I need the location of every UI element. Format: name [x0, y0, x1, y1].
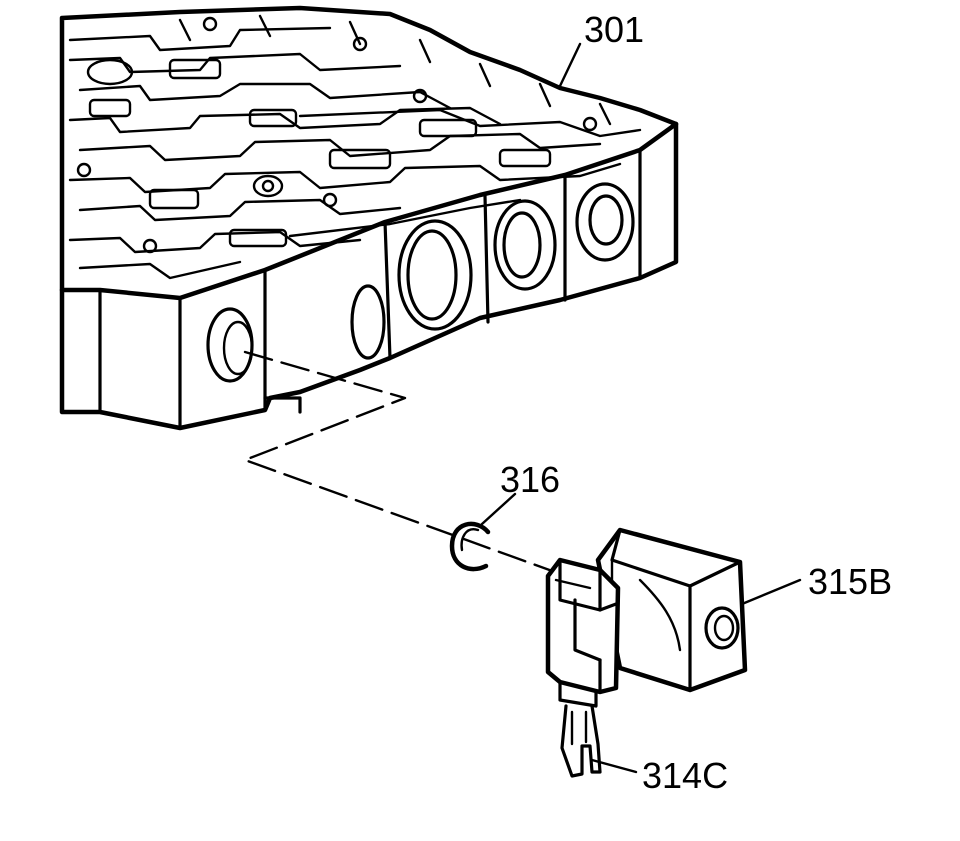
leader-316: [480, 492, 517, 526]
valve-bore-5: [575, 182, 635, 262]
installation-path-line: [243, 350, 557, 574]
callout-301: 301: [584, 9, 644, 50]
leader-315b: [740, 578, 802, 606]
valve-bore-3: [397, 219, 473, 331]
valve-bore-2: [350, 284, 386, 360]
valve-body: [59, 5, 679, 431]
valve-bore-1: [206, 307, 254, 383]
valve-bore-4: [493, 199, 557, 291]
callout-314c: 314C: [642, 755, 728, 796]
leader-lines: [480, 42, 802, 774]
solenoid: [545, 527, 748, 708]
connector-terminal: [560, 704, 602, 778]
leader-301: [558, 42, 582, 88]
leader-314c: [590, 758, 638, 774]
valve-body-passages: [68, 14, 642, 280]
retainer-ring: [449, 521, 491, 572]
callout-316: 316: [500, 459, 560, 500]
callout-315b: 315B: [808, 561, 892, 602]
